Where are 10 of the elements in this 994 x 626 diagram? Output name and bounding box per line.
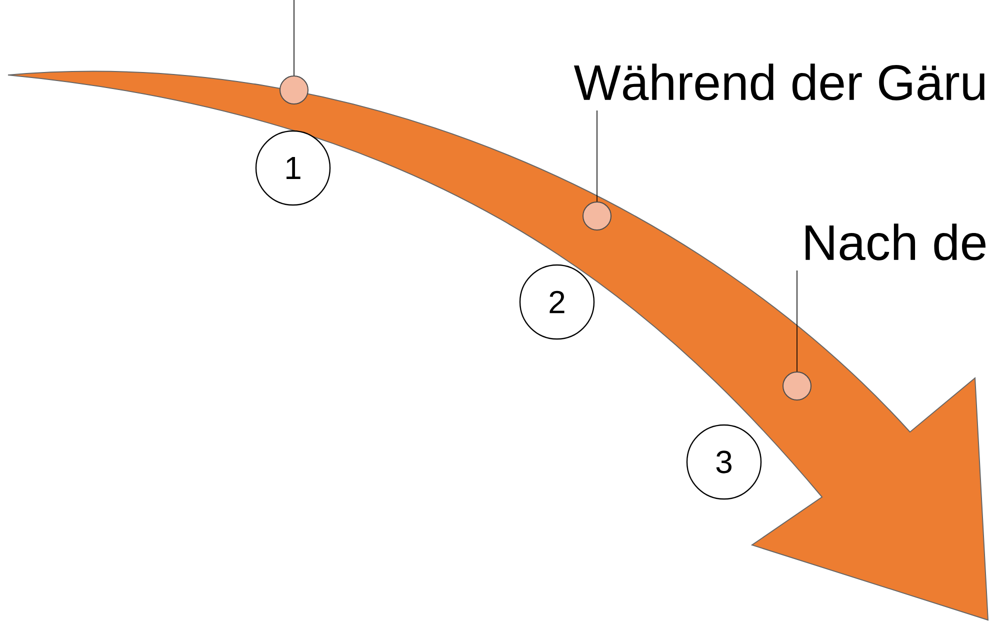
leader-line (796, 270, 798, 372)
step-number: 1 (255, 130, 331, 206)
leader-line (596, 110, 598, 202)
step-number: 2 (519, 264, 595, 340)
marker-dot (280, 76, 308, 104)
label-text: Während der Gäru (574, 64, 984, 100)
step-number: 3 (686, 424, 762, 500)
marker-dot (582, 202, 612, 230)
marker-dot (782, 372, 812, 400)
label-text: Nach de (806, 224, 986, 260)
